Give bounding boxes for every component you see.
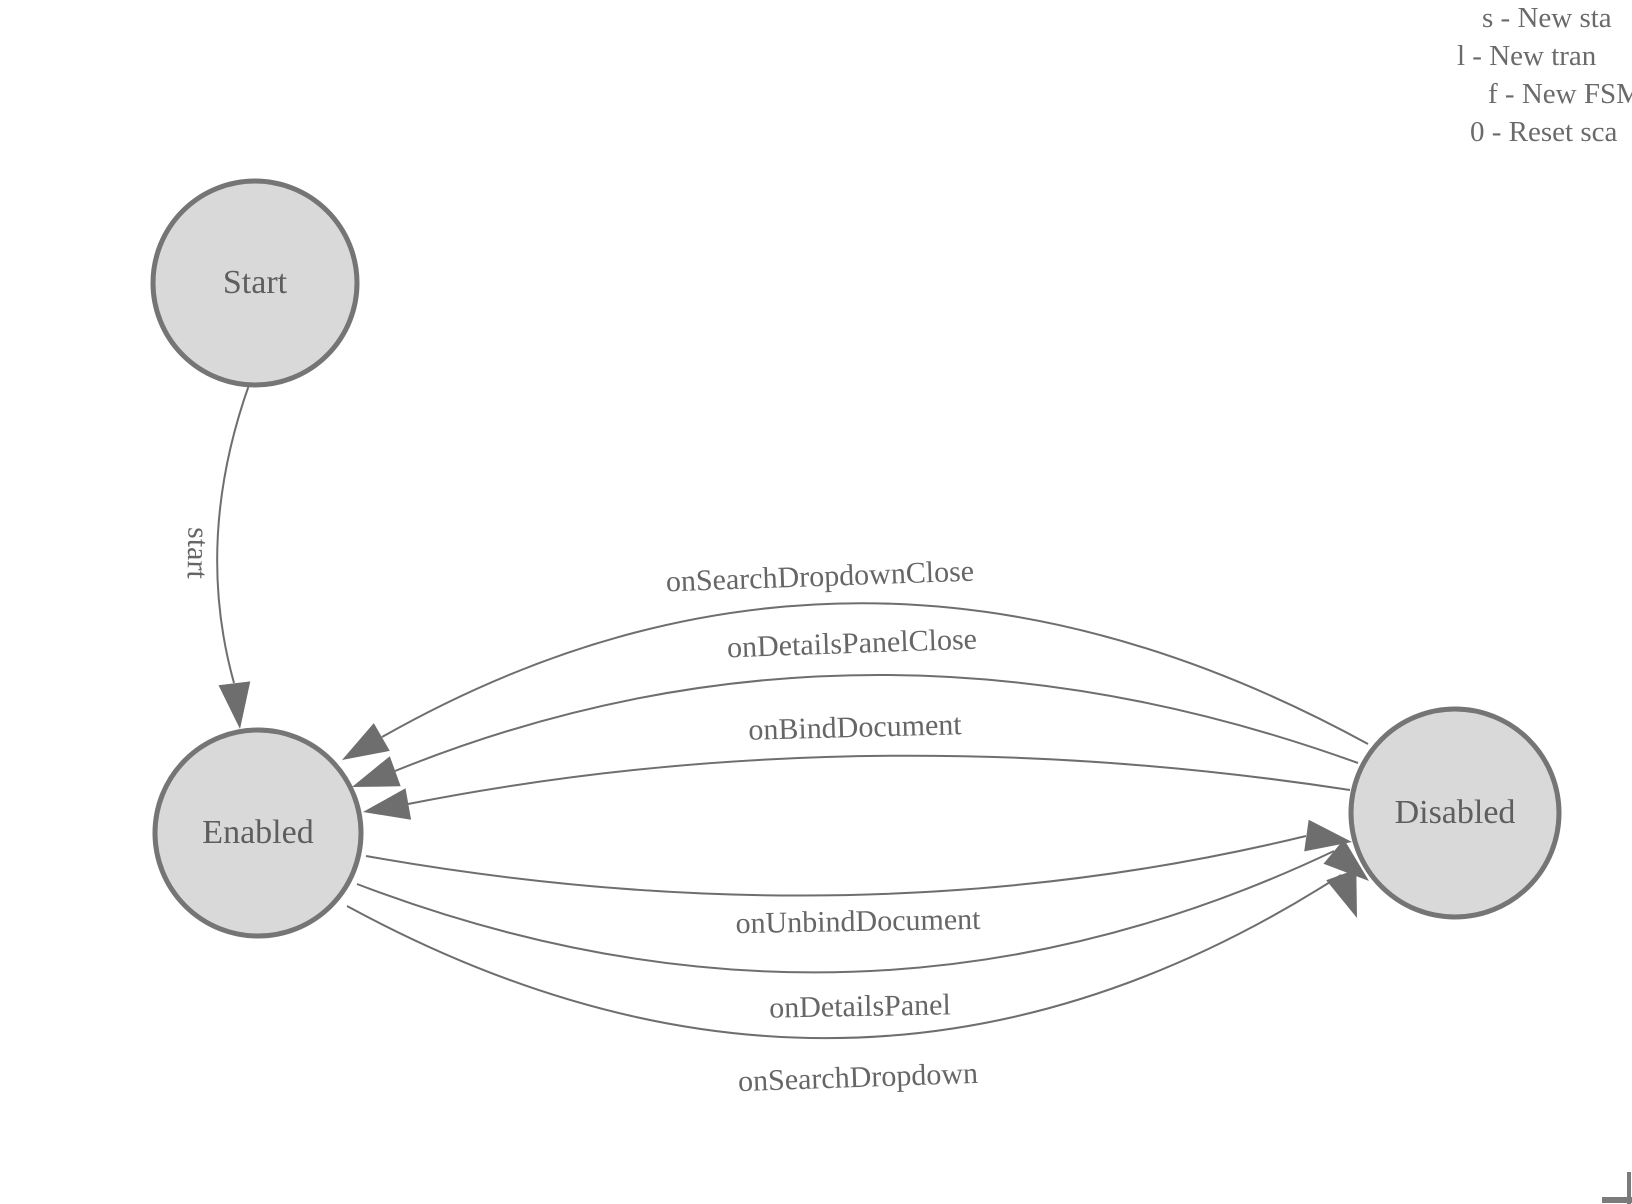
transition-edge-on-details-panel[interactable] [356,850,1335,974]
corner-vertical-bar [1627,1172,1631,1204]
transition-label-on-details-panel[interactable]: onDetailsPanel [768,988,952,1025]
transition-edge-start-transition[interactable] [216,384,250,684]
arrowhead-icon [342,723,390,760]
legend-line: 0 - Reset sca [1470,116,1618,148]
state-label-enabled: Enabled [202,814,314,851]
transition-edge-on-search-dropdown[interactable] [346,874,1342,1040]
state-node-disabled[interactable] [1348,706,1562,920]
arrowhead-icon [1323,839,1369,881]
arrowhead-icon [352,756,401,787]
legend-line: s - New sta [1482,2,1612,34]
transition-edge-on-details-panel-close[interactable] [394,674,1359,772]
arrowhead-icon [1304,819,1352,852]
state-label-disabled: Disabled [1394,794,1516,831]
corner-horizontal-bar [1602,1197,1632,1203]
transition-edge-on-bind-document[interactable] [407,754,1351,805]
transition-label-on-unbind-document[interactable]: onUnbindDocument [735,902,981,941]
state-node-start[interactable] [150,178,360,388]
state-node-enabled[interactable] [152,727,364,939]
arrowhead-icon [363,788,412,820]
arrowhead-icon [1326,869,1357,918]
transition-label-start-transition[interactable]: start [180,526,215,580]
legend-line: l - New tran [1457,40,1597,72]
transition-edge-on-unbind-document[interactable] [365,835,1307,897]
transition-label-on-bind-document[interactable]: onBindDocument [747,708,963,747]
legend-line: f - New FSM [1488,78,1632,110]
transition-edge-on-search-dropdown-close[interactable] [381,602,1369,745]
arrowhead-icon [218,681,251,729]
state-label-start: Start [222,264,288,301]
